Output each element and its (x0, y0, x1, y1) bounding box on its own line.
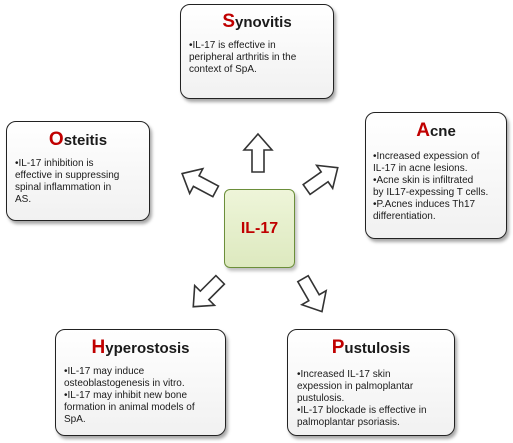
osteitis-title: Osteitis (48, 129, 108, 150)
osteitis-line-3: spinal inflammation in (15, 182, 112, 193)
hyperostosis-line-3: •IL-17 may inhibit new bone (64, 390, 188, 401)
osteitis-line-1: •IL-17 inhibition is (15, 158, 94, 169)
hyperostosis-line-4: formation in animal models of (64, 402, 195, 413)
hyperostosis-title: Hyperostosis (91, 337, 190, 358)
acne-text: •Increased expession of IL-17 in acne le… (373, 151, 488, 223)
synovitis-title: Synovitis (222, 11, 292, 32)
arrow-to-acne (302, 164, 339, 196)
arrow-to-synovitis (242, 132, 274, 173)
synovitis-line-3: context of SpA. (189, 64, 257, 75)
il17-center-box: IL-17 (224, 189, 295, 268)
il17-label: IL-17 (240, 219, 279, 237)
arrow-to-hyperostosis (192, 274, 226, 308)
osteitis-box: Osteitis •IL-17 inhibition is effective … (6, 121, 150, 221)
acne-line-1: •Increased expession of (373, 151, 480, 162)
arrow-to-pustulosis (296, 274, 328, 313)
hyperostosis-line-2: osteoblastogenesis in vitro. (64, 378, 185, 389)
hyperostosis-line-1: •IL-17 may induce (64, 366, 145, 377)
acne-line-3: •Acne skin is infiltrated (373, 175, 474, 186)
acne-line-5: •P.Acnes induces Th17 (373, 199, 476, 210)
osteitis-line-4: AS. (15, 194, 32, 205)
pustulosis-title: Pustulosis (331, 337, 411, 358)
pustulosis-line-2: expession in palmoplantar (297, 381, 414, 392)
pustulosis-line-1: •Increased IL-17 skin (297, 369, 391, 380)
acne-title: Acne (416, 120, 456, 141)
acne-line-2: IL-17 in acne lesions. (373, 163, 468, 174)
hyperostosis-box: Hyperostosis •IL-17 may induce osteoblas… (55, 329, 226, 436)
acne-line-4: by IL17-expessing T cells. (373, 187, 489, 198)
acne-line-6: differentiation. (373, 211, 436, 222)
osteitis-text: •IL-17 inhibition is effective in suppre… (15, 158, 119, 206)
synovitis-box: Synovitis •IL-17 is effective in periphe… (180, 4, 334, 99)
hyperostosis-line-5: SpA. (64, 414, 86, 425)
hyperostosis-text: •IL-17 may induce osteoblastogenesis in … (64, 366, 195, 426)
pustulosis-line-4: •IL-17 blockade is effective in (297, 405, 427, 416)
pustulosis-box: Pustulosis •Increased IL-17 skin expessi… (287, 329, 455, 436)
arrow-to-osteitis (181, 167, 220, 198)
pustulosis-line-3: pustulosis. (297, 393, 345, 404)
pustulosis-text: •Increased IL-17 skin expession in palmo… (297, 369, 427, 429)
acne-box: Acne •Increased expession of IL-17 in ac… (365, 112, 507, 239)
osteitis-line-2: effective in suppressing (15, 170, 120, 181)
synovitis-line-2: peripheral arthritis in the (189, 52, 297, 63)
pustulosis-line-5: palmoplantar psoriasis. (297, 417, 400, 428)
synovitis-text: •IL-17 is effective in peripheral arthri… (189, 40, 296, 76)
synovitis-line-1: •IL-17 is effective in (189, 40, 276, 51)
